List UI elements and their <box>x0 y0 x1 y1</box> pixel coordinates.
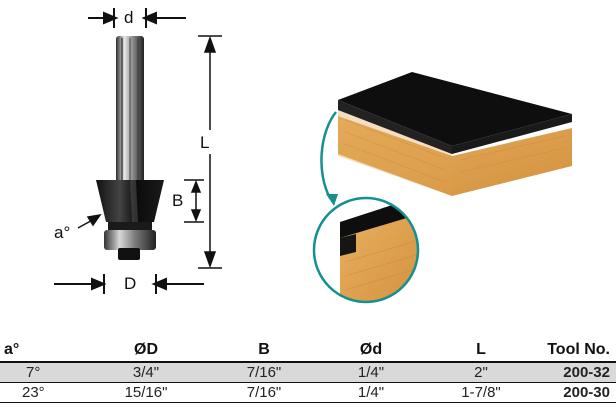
dimension-B-arrows <box>184 179 204 223</box>
laminate-board-illustration <box>338 72 572 196</box>
label-L: L <box>200 133 210 152</box>
header-angle: a° <box>0 339 80 363</box>
header-shank-diameter: Ød <box>316 339 426 363</box>
dimension-d-arrows <box>88 8 186 28</box>
cell-shank-diameter: 1/4" <box>316 382 426 403</box>
table-row: 23° 15/16" 7/16" 1/4" 1-7/8" 200-30 <box>0 382 616 403</box>
cell-overall-length: 2" <box>426 362 536 383</box>
header-tool-number: Tool No. <box>536 339 616 363</box>
spec-table: a° ØD B Ød L Tool No. 7° 3/4" 7/16" 1/4"… <box>0 339 616 403</box>
dimension-angle-arrow <box>77 213 102 229</box>
bit-bearing <box>104 222 156 260</box>
edge-detail-magnifier <box>312 196 420 304</box>
header-overall-length: L <box>426 339 536 363</box>
cell-cutting-height: 7/16" <box>212 362 316 383</box>
cell-tool-number: 200-30 <box>536 382 616 403</box>
spec-table-header-row: a° ØD B Ød L Tool No. <box>0 339 616 363</box>
label-B: B <box>172 191 184 210</box>
dimension-D-arrows <box>54 274 204 294</box>
header-cutting-diameter: ØD <box>80 339 212 363</box>
label-D: D <box>124 274 137 293</box>
cell-angle: 7° <box>0 362 80 383</box>
header-cutting-height: B <box>212 339 316 363</box>
cell-cutting-diameter: 3/4" <box>80 362 212 383</box>
cell-cutting-diameter: 15/16" <box>80 382 212 403</box>
cell-shank-diameter: 1/4" <box>316 362 426 383</box>
bit-cutter-body <box>96 180 164 222</box>
cell-cutting-height: 7/16" <box>212 382 316 403</box>
dimension-L-arrows <box>198 35 222 269</box>
router-bit-illustration <box>54 8 572 304</box>
label-angle: a° <box>54 223 71 242</box>
callout-arrow <box>320 111 338 206</box>
table-row: 7° 3/4" 7/16" 1/4" 2" 200-32 <box>0 362 616 383</box>
bit-shank <box>116 36 144 186</box>
label-d: d <box>124 8 134 27</box>
cell-angle: 23° <box>0 382 80 403</box>
cell-overall-length: 1-7/8" <box>426 382 536 403</box>
cell-tool-number: 200-32 <box>536 362 616 383</box>
